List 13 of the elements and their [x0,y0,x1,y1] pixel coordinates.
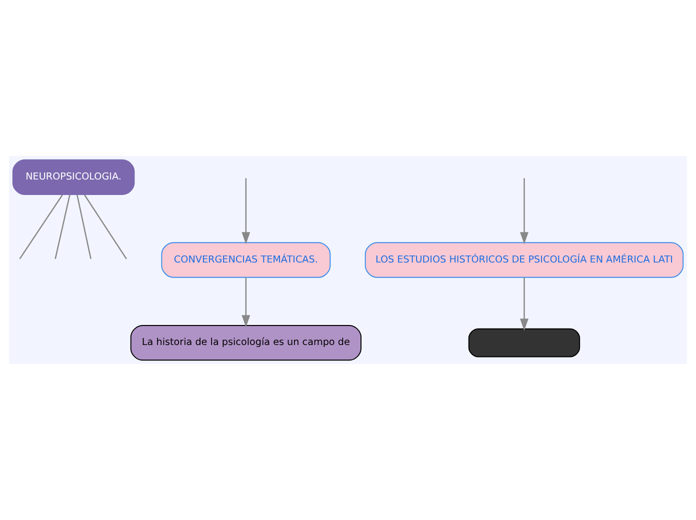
node-box [468,328,580,358]
arrow [520,278,528,331]
connector [19,194,63,260]
arrow [242,278,250,328]
connector [84,194,127,260]
node-box: La historia de la psicología es un campo de [130,325,362,361]
connector [76,194,92,260]
node-box: LOS ESTUDIOS HISTÓRICOS DE PSICOLOGÍA EN AMÉRICA LATI [364,242,684,278]
arrow [242,178,250,244]
arrow [520,178,528,244]
connector [54,194,70,260]
node-box: NEUROPSICOLOGIA. [12,159,135,195]
node-box: CONVERGENCIAS TEMÁTICAS. [161,242,331,278]
